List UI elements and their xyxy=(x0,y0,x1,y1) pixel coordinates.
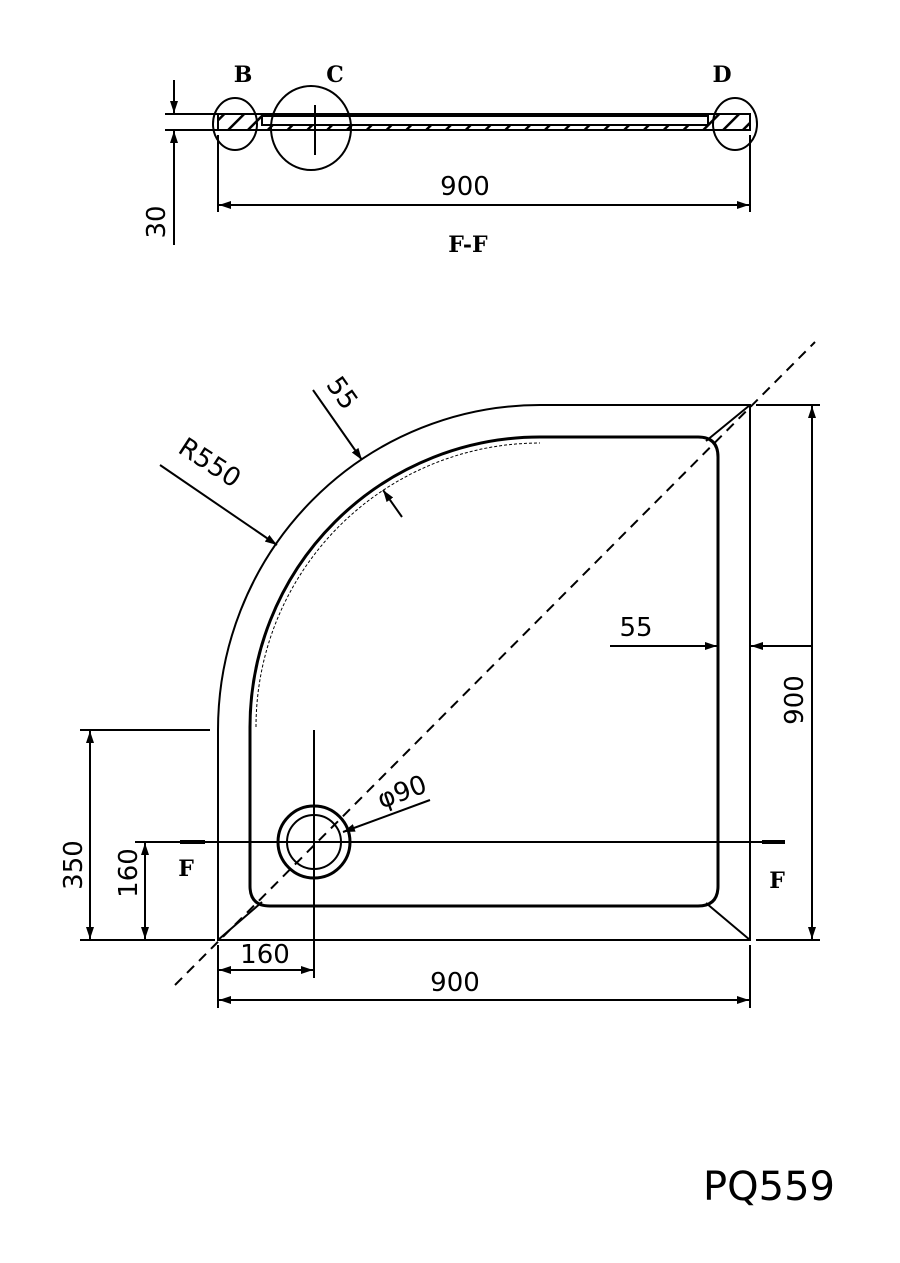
section-mark-right: F xyxy=(769,868,785,894)
basin-outline xyxy=(248,435,720,908)
detail-label-c: C xyxy=(326,62,344,88)
section-title: F-F xyxy=(448,232,488,258)
section-height-dim: 30 xyxy=(142,205,172,238)
plan-view: F F R550 55 55 φ90 900 900 160 xyxy=(59,341,820,1008)
plan-width-dim: 900 xyxy=(430,968,480,998)
straight-dim: 350 xyxy=(59,840,89,890)
model-number: PQ559 xyxy=(703,1164,835,1210)
drain-x-dim: 160 xyxy=(240,940,290,970)
detail-label-b: B xyxy=(234,62,253,88)
radius-dim: R550 xyxy=(173,432,246,494)
diagonal-axis xyxy=(174,341,816,986)
section-view: B C D 30 900 F-F xyxy=(142,62,758,258)
section-width-dim: 900 xyxy=(440,172,490,202)
plan-height-dim: 900 xyxy=(780,675,810,725)
detail-circle-c xyxy=(270,85,352,171)
detail-circle-d xyxy=(712,97,758,151)
tray-outline xyxy=(217,404,751,941)
detail-label-d: D xyxy=(712,62,731,88)
rim-side-dim: 55 xyxy=(619,613,652,643)
section-mark-left: F xyxy=(178,856,194,882)
drain-y-dim: 160 xyxy=(114,848,144,898)
detail-circle-b xyxy=(212,97,258,151)
